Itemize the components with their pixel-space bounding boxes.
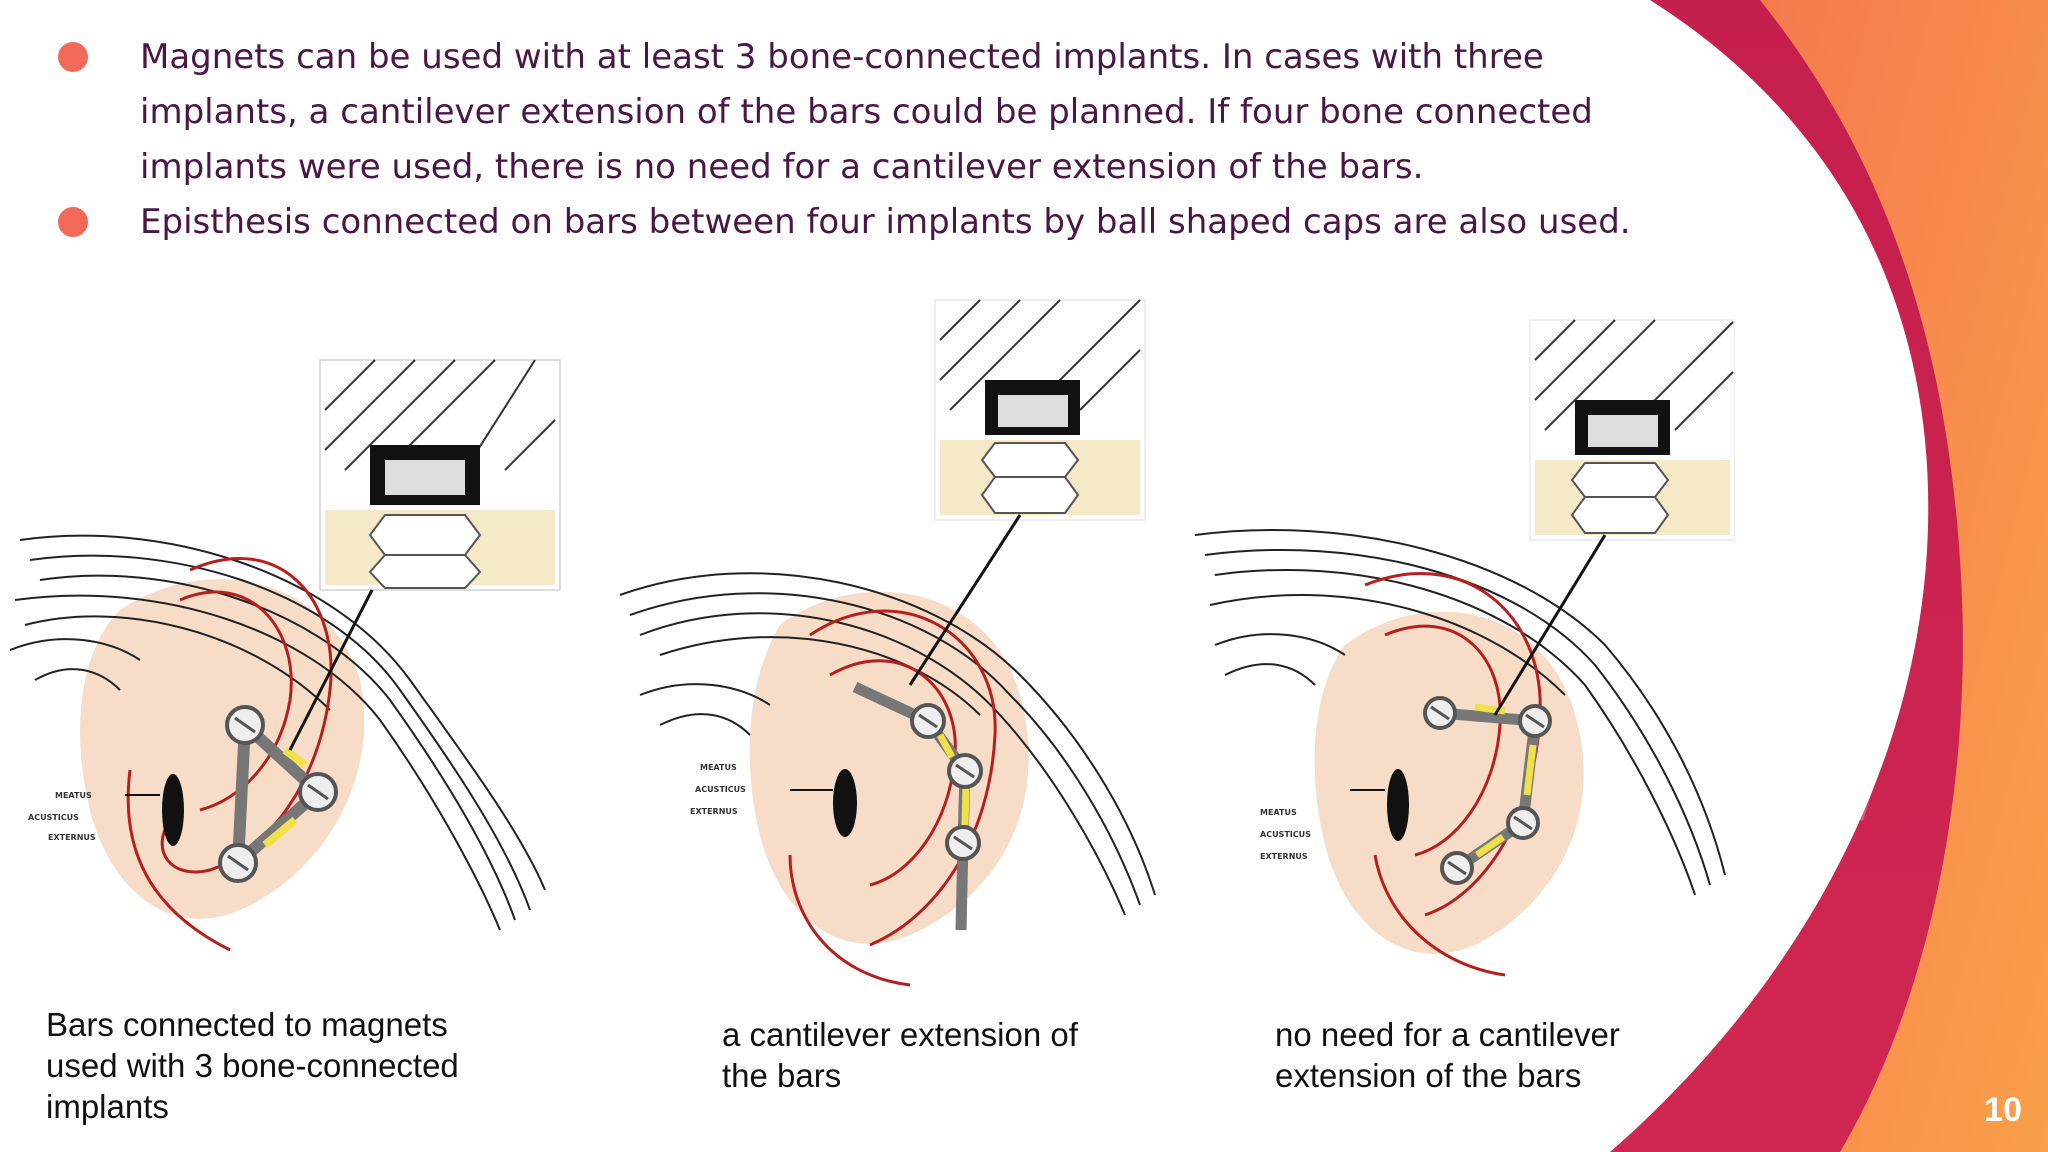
bullet-dot-icon	[58, 207, 88, 237]
bullet-item: Episthesis connected on bars between fou…	[56, 195, 1676, 250]
figure-label: ACUSTICUS	[1260, 830, 1311, 839]
illustration-three-implants: MEATUS ACUSTICUS EXTERNUS	[9, 359, 561, 952]
bullet-text: Magnets can be used with at least 3 bone…	[140, 37, 1593, 187]
bullet-list: Magnets can be used with at least 3 bone…	[56, 30, 1676, 250]
figure-label: EXTERNUS	[48, 833, 96, 842]
bullet-dot-icon	[58, 42, 88, 72]
figure-label: ACUSTICUS	[695, 785, 746, 794]
figure-label: MEATUS	[55, 791, 92, 800]
figure-label: ACUSTICUS	[28, 813, 79, 822]
page-number: 10	[1984, 1091, 2022, 1129]
illustration-cantilever-extension: MEATUS ACUSTICUS EXTERNUS	[619, 299, 1156, 987]
bullet-item: Magnets can be used with at least 3 bone…	[56, 30, 1676, 195]
figure-label: MEATUS	[700, 763, 737, 772]
caption-figure-2: a cantilever extension of the bars	[722, 1016, 1078, 1094]
caption-figure-1: Bars connected to magnets used with 3 bo…	[46, 1006, 459, 1125]
illustration-four-implants: MEATUS ACUSTICUS EXTERNUS	[1194, 319, 1735, 977]
caption-figure-3: no need for a cantilever extension of th…	[1275, 1016, 1620, 1094]
figure-label: MEATUS	[1260, 808, 1297, 817]
bullet-text: Episthesis connected on bars between fou…	[140, 202, 1631, 242]
figure-label: EXTERNUS	[1260, 852, 1308, 861]
figure-label: EXTERNUS	[690, 807, 738, 816]
